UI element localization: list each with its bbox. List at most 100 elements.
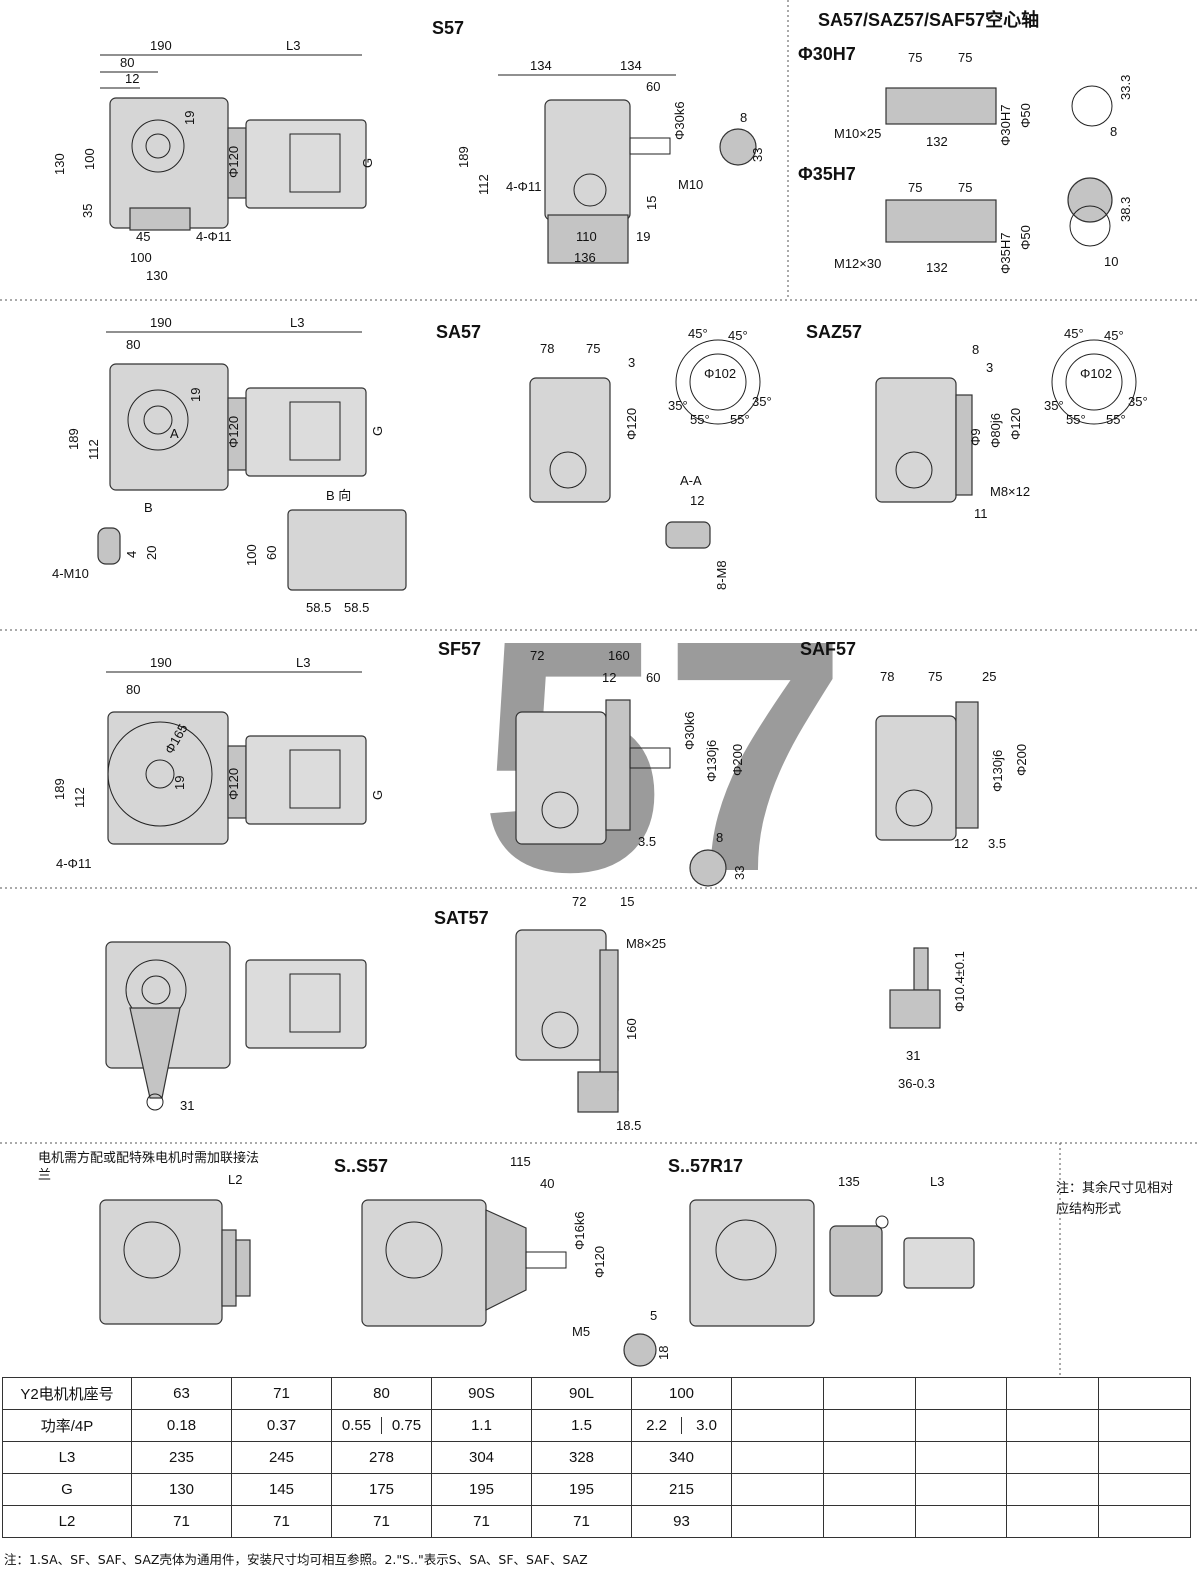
title-sa57: SA57 xyxy=(436,322,481,342)
saf57-side-view xyxy=(875,701,979,841)
dim-33: 33 xyxy=(750,148,765,162)
table-cell: 328 xyxy=(531,1441,632,1474)
dim-4-m10: 4-M10 xyxy=(52,566,89,581)
dim-10: 10 xyxy=(1104,254,1118,269)
title-sat57: SAT57 xyxy=(434,908,489,928)
dim-4: 4 xyxy=(124,551,139,558)
dim-8-m8: 8-M8 xyxy=(714,560,729,590)
row-label: Y2电机机座号 xyxy=(2,1377,132,1410)
empty-cell xyxy=(1098,1409,1191,1442)
s57-side-view xyxy=(498,74,757,264)
dim-135: 135 xyxy=(838,1174,860,1189)
dim-190: 190 xyxy=(150,655,172,670)
dim-60: 60 xyxy=(646,670,660,685)
dim-phi130j6: Φ130j6 xyxy=(704,740,719,782)
label-b: B xyxy=(144,500,153,515)
saz57-side-view xyxy=(875,339,1137,503)
empty-cell xyxy=(822,1409,916,1442)
dim-75: 75 xyxy=(908,50,922,65)
table-cell: 71 xyxy=(131,1505,232,1538)
dim-58-5: 58.5 xyxy=(306,600,331,615)
title-a-a: A-A xyxy=(680,473,702,488)
title-saf57: SAF57 xyxy=(800,639,856,659)
title-s57r17: S..57R17 xyxy=(668,1156,743,1176)
table-cell: 71 xyxy=(431,1505,532,1538)
dim-19: 19 xyxy=(182,111,197,125)
motor-flange-note: 电机需方配或配特殊电机时需加联接法兰 xyxy=(38,1151,260,1183)
empty-cell xyxy=(914,1473,1008,1506)
dim-3-5: 3.5 xyxy=(988,836,1006,851)
table-cell: 245 xyxy=(231,1441,332,1474)
empty-cell xyxy=(1006,1377,1100,1410)
title-s57: S57 xyxy=(432,18,464,38)
angle-35: 35° xyxy=(668,398,688,413)
dim-3: 3 xyxy=(986,360,993,375)
angle-55: 55° xyxy=(690,412,710,427)
dim-112: 112 xyxy=(476,174,491,195)
dim-160: 160 xyxy=(624,1018,639,1040)
table-subcell: 2.2 xyxy=(646,1417,667,1434)
empty-cell xyxy=(1098,1473,1191,1506)
dim-8: 8 xyxy=(740,110,747,125)
dim-5: 5 xyxy=(650,1308,657,1323)
empty-cell xyxy=(1006,1409,1100,1442)
title-ss57: S..S57 xyxy=(334,1156,388,1176)
dim-80: 80 xyxy=(126,682,140,697)
dim-phi16k6: Φ16k6 xyxy=(572,1211,587,1250)
empty-cell xyxy=(1006,1441,1100,1474)
angle-45: 45° xyxy=(1104,328,1124,343)
dim-l3: L3 xyxy=(296,655,310,670)
dim-25: 25 xyxy=(982,669,996,684)
dim-75: 75 xyxy=(928,669,942,684)
dim-r21: 31 xyxy=(180,1098,194,1113)
dim-31: 31 xyxy=(906,1048,920,1063)
table-cell: 100 xyxy=(631,1377,732,1410)
empty-cell xyxy=(1006,1505,1100,1538)
dim-phi120: Φ120 xyxy=(624,408,639,440)
empty-cell xyxy=(914,1505,1008,1538)
dim-3: 3 xyxy=(628,355,635,370)
sa57-front-view xyxy=(106,331,367,491)
dim-l3: L3 xyxy=(290,315,304,330)
dim-8: 8 xyxy=(972,342,979,357)
dim-m5: M5 xyxy=(572,1324,590,1339)
dim-phi120: Φ120 xyxy=(592,1246,607,1278)
technical-drawing: 57 190 80 12 L3 130 100 35 45 100 130 4-… xyxy=(0,0,1200,1375)
angle-45: 45° xyxy=(1064,326,1084,341)
table-cell: 63 xyxy=(131,1377,232,1410)
empty-cell xyxy=(731,1377,824,1410)
dim-g: G xyxy=(360,158,375,168)
sat57-bushing xyxy=(889,947,941,1029)
table-cell: 71 xyxy=(331,1505,432,1538)
footnote: 注：1.SA、SF、SAF、SAZ壳体为通用件，安装尺寸均可相互参照。2."S.… xyxy=(4,1552,588,1567)
dim-38-3: 38.3 xyxy=(1118,197,1133,222)
dim-189: 189 xyxy=(66,428,81,450)
dim-36: 36-0.3 xyxy=(898,1076,935,1091)
empty-cell xyxy=(914,1409,1008,1442)
dim-100: 100 xyxy=(82,148,97,170)
dim-phi130j6: Φ130j6 xyxy=(990,750,1005,792)
table-cell: 340 xyxy=(631,1441,732,1474)
table-cell: 130 xyxy=(131,1473,232,1506)
dim-112: 112 xyxy=(72,787,87,808)
angle-55: 55° xyxy=(730,412,750,427)
dim-phi120: Φ120 xyxy=(226,416,241,448)
s57-front-view xyxy=(100,54,367,231)
table-cell: 71 xyxy=(531,1505,632,1538)
dim-130: 130 xyxy=(52,153,67,175)
dim-136: 136 xyxy=(574,250,596,265)
dim-189: 189 xyxy=(52,778,67,800)
dim-4-phi11: 4-Φ11 xyxy=(506,179,541,194)
table-cell: 1.1 xyxy=(431,1409,532,1442)
dim-12: 12 xyxy=(690,493,704,508)
row-label: L3 xyxy=(2,1441,132,1474)
dim-80: 80 xyxy=(120,55,134,70)
table-cell: 71 xyxy=(231,1505,332,1538)
dim-75: 75 xyxy=(908,180,922,195)
title-sf57: SF57 xyxy=(438,639,481,659)
dim-phi200: Φ200 xyxy=(730,744,745,776)
dim-phi50: Φ50 xyxy=(1018,225,1033,250)
dim-80: 80 xyxy=(126,337,140,352)
